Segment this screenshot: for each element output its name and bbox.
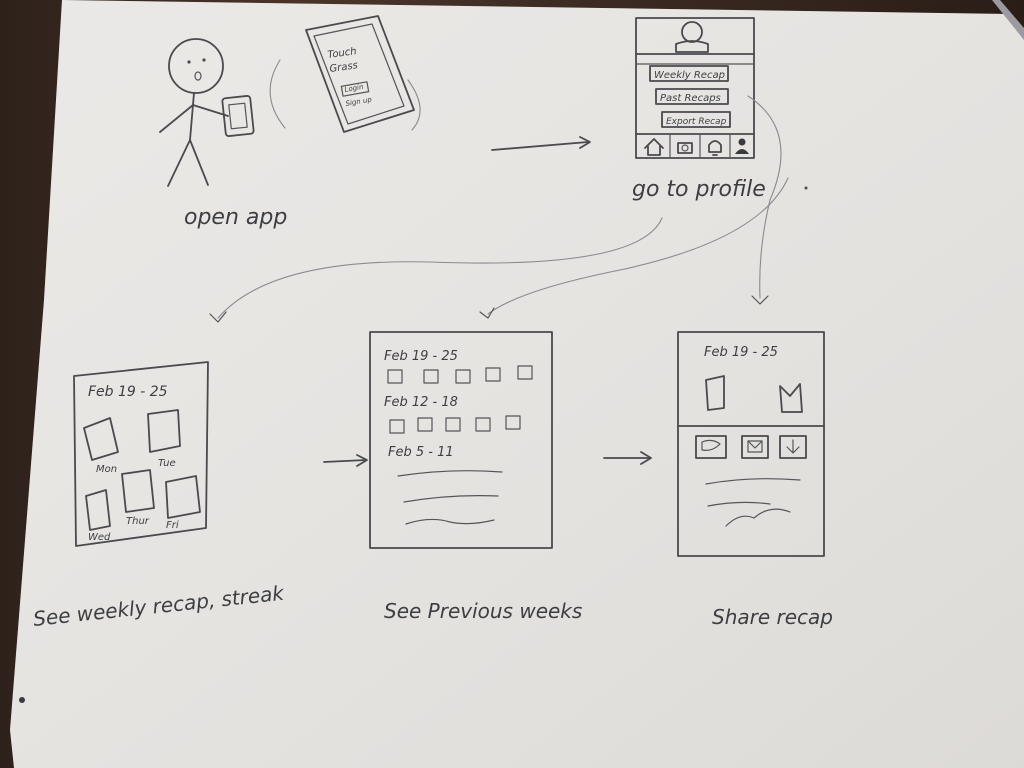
photo-wed — [85, 489, 111, 531]
photo-fri — [165, 475, 201, 519]
export-recap-button — [661, 111, 731, 128]
day-label-thur: Thur — [126, 516, 150, 527]
photo-tue — [147, 409, 181, 453]
download-icon — [779, 435, 807, 459]
paper-dot — [19, 697, 25, 703]
login-app-name-line2: Grass — [329, 60, 359, 75]
caption-share-recap: Share recap — [712, 605, 833, 629]
arrow-1-to-2 — [491, 136, 591, 151]
weekly-recap-button — [649, 65, 729, 82]
login-app-name-line1: Touch — [327, 46, 357, 61]
phone-in-hand — [221, 95, 255, 137]
arrow-4-to-5 — [603, 451, 652, 465]
photo-thur — [121, 469, 155, 513]
past-recaps-label: Past Recaps — [660, 93, 721, 104]
caption-go-to-profile: go to profile — [632, 177, 766, 202]
connector-arrows — [209, 95, 789, 323]
share-scribble-2 — [707, 501, 771, 507]
day-label-tue: Tue — [158, 458, 176, 469]
bell-icon — [708, 140, 722, 156]
week-label-1: Feb 19 - 25 — [384, 349, 458, 364]
pen-tip — [992, 0, 1024, 40]
arrowhead-weekly — [209, 311, 227, 323]
weekly-recap-label: Weekly Recap — [654, 70, 725, 81]
share-photo-left — [705, 375, 725, 411]
zoom-arc-left — [269, 59, 286, 129]
share-recap-date: Feb 19 - 25 — [704, 345, 778, 360]
paper-shade — [10, 0, 1024, 768]
week-2-photos — [389, 415, 521, 434]
zoom-arc-right — [407, 79, 421, 131]
arrow-to-share-recap — [747, 95, 782, 299]
scribble-line-3 — [405, 518, 495, 525]
caption-open-app: open app — [184, 205, 287, 230]
day-label-fri: Fri — [166, 520, 179, 531]
login-button-label: Login — [344, 83, 364, 94]
weekly-recap-frame — [73, 361, 209, 547]
home-icon — [644, 138, 664, 156]
share-photo-right — [779, 383, 803, 413]
arrow-to-weekly-recap — [217, 217, 663, 319]
week-label-3: Feb 5 - 11 — [388, 445, 454, 460]
caption-previous-weeks-line: See Previous weeks — [384, 599, 582, 623]
week-1-photos — [387, 365, 533, 384]
arrowhead-previous — [479, 307, 495, 319]
camera-icon — [677, 142, 693, 154]
week-label-2: Feb 12 - 18 — [384, 395, 458, 410]
past-recaps-button — [655, 88, 729, 105]
previous-weeks-frame — [369, 331, 553, 549]
photo-mon — [83, 417, 119, 461]
day-label-wed: Wed — [88, 532, 111, 543]
share-scribble-1 — [705, 478, 801, 485]
step-previous-weeks: Feb 19 - 25 Feb 12 - 18 Feb 5 - 11 See P… — [369, 331, 582, 623]
share-scribble-3 — [725, 508, 791, 527]
profile-phone-frame — [635, 17, 755, 159]
arrow-3-to-4 — [323, 454, 368, 467]
mail-icon — [741, 435, 769, 459]
share-recap-frame — [677, 331, 825, 557]
person-icon — [675, 21, 709, 53]
person-nav-icon — [735, 138, 749, 154]
weekly-recap-date: Feb 19 - 25 — [88, 384, 168, 400]
caption-previous-weeks: See Previous weeks — [384, 599, 582, 623]
day-label-mon: Mon — [96, 464, 117, 475]
message-icon — [695, 435, 727, 459]
scribble-line-2 — [403, 495, 499, 503]
step-share-recap: Feb 19 - 25 Share recap — [677, 331, 833, 629]
arrowhead-share — [751, 295, 769, 305]
stick-figure — [159, 38, 229, 187]
export-recap-label: Export Recap — [666, 117, 727, 127]
scribble-line-1 — [397, 470, 503, 477]
step-profile: Weekly Recap Past Recaps Export Recap go… — [632, 17, 808, 202]
arrow-to-previous-weeks — [487, 177, 789, 315]
